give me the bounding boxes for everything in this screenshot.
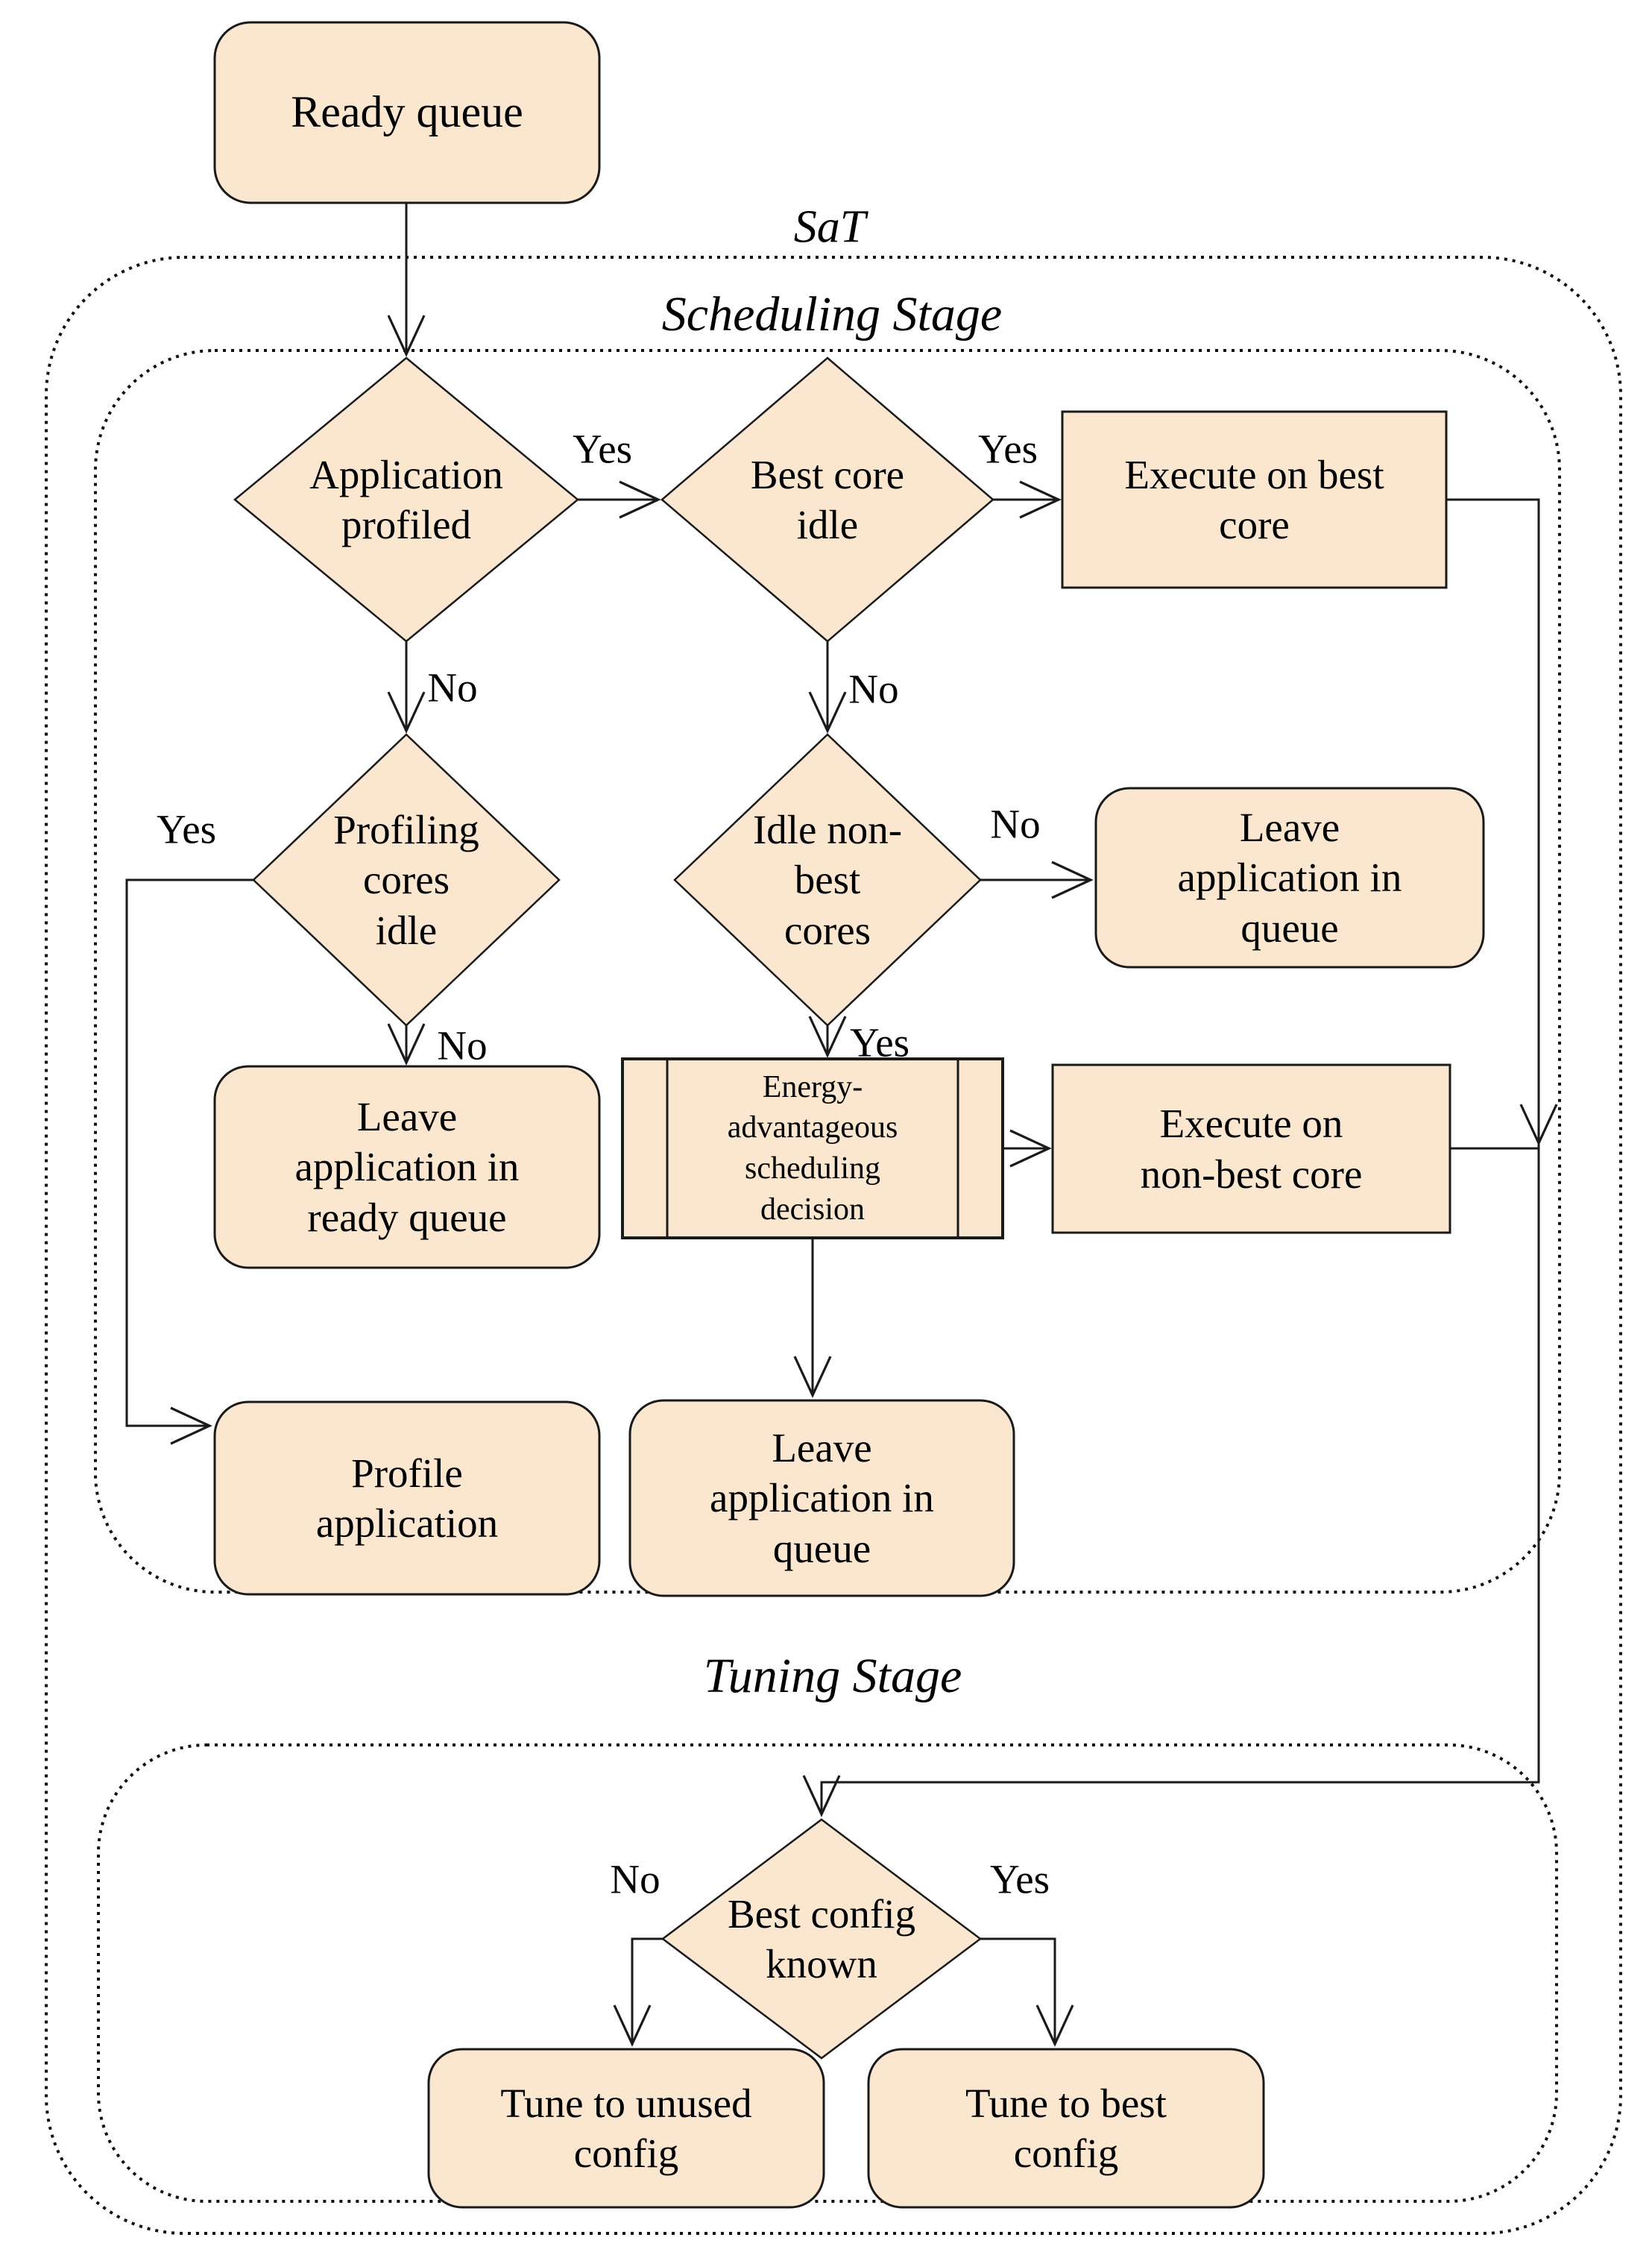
node-leave-app-in-ready-queue: Leave application in ready queue xyxy=(294,1094,520,1240)
subprocess-energy-scheduling: Energy- advantageous scheduling decision xyxy=(727,1069,898,1227)
edge-best-config-yes xyxy=(980,1937,1074,2047)
decision-best-core-idle-shape xyxy=(661,356,994,643)
edge-label-profiling-idle-no: No xyxy=(437,1022,488,1069)
decision-best-config-known: Best config known xyxy=(727,1890,916,1987)
node-execute-best-core-shape xyxy=(1061,410,1448,589)
node-leave-app-in-queue-top: Leave application in queue xyxy=(1177,805,1402,951)
edge-best-config-no xyxy=(613,1937,663,2047)
sat-label: SaT xyxy=(793,201,866,253)
decision-application-profiled: Application profiled xyxy=(309,451,503,547)
node-tune-best-config-shape xyxy=(867,2048,1265,2209)
tuning-stage-label: Tuning Stage xyxy=(703,1649,962,1703)
edge-label-best-config-no: No xyxy=(610,1856,661,1902)
node-profile-application-shape xyxy=(213,1400,601,1596)
edge-trunk-to-best-config xyxy=(802,498,1540,1817)
node-execute-non-best-core-shape xyxy=(1051,1063,1451,1234)
node-leave-app-in-queue-bottom-shape xyxy=(628,1399,1015,1597)
node-leave-app-in-ready-queue-shape xyxy=(213,1065,601,1269)
subprocess-energy-scheduling-shape xyxy=(621,1057,1004,1239)
edge-label-app-profiled-no: No xyxy=(427,664,478,711)
edge-label-profiling-idle-yes: Yes xyxy=(156,806,217,852)
node-tune-unused-config: Tune to unused config xyxy=(500,2080,752,2176)
edge-label-best-core-yes: Yes xyxy=(977,426,1038,472)
node-ready-queue: Ready queue xyxy=(291,87,523,137)
node-profile-application: Profile application xyxy=(315,1450,499,1546)
node-execute-best-core: Execute on best core xyxy=(1124,451,1384,547)
edge-label-best-core-no: No xyxy=(848,666,899,712)
edge-label-idle-non-best-yes: Yes xyxy=(849,1019,910,1066)
sat-container-border xyxy=(45,256,1622,2235)
decision-idle-non-best-cores-shape xyxy=(673,733,982,1027)
node-tune-unused-config-shape xyxy=(427,2048,825,2209)
decision-best-core-idle: Best core idle xyxy=(750,451,905,547)
node-tune-best-config: Tune to best config xyxy=(965,2080,1167,2176)
node-leave-app-in-queue-bottom: Leave application in queue xyxy=(710,1425,934,1571)
decision-idle-non-best-cores: Idle non- best cores xyxy=(752,807,903,953)
node-leave-app-in-queue-top-shape xyxy=(1094,787,1485,969)
node-ready-queue-shape xyxy=(213,21,601,204)
edge-label-app-profiled-yes: Yes xyxy=(572,426,633,472)
edge-label-idle-non-best-no: No xyxy=(990,801,1041,847)
decision-application-profiled-shape xyxy=(233,356,579,643)
decision-profiling-cores-idle-shape xyxy=(252,733,561,1027)
decision-profiling-cores-idle: Profiling cores idle xyxy=(333,807,479,953)
scheduling-stage-label: Scheduling Stage xyxy=(661,287,1003,342)
node-execute-non-best-core: Execute on non-best core xyxy=(1140,1101,1363,1197)
decision-best-config-known-shape xyxy=(661,1818,983,2060)
edge-label-best-config-yes: Yes xyxy=(989,1856,1050,1902)
edge-profiling-idle-yes xyxy=(125,878,253,1445)
